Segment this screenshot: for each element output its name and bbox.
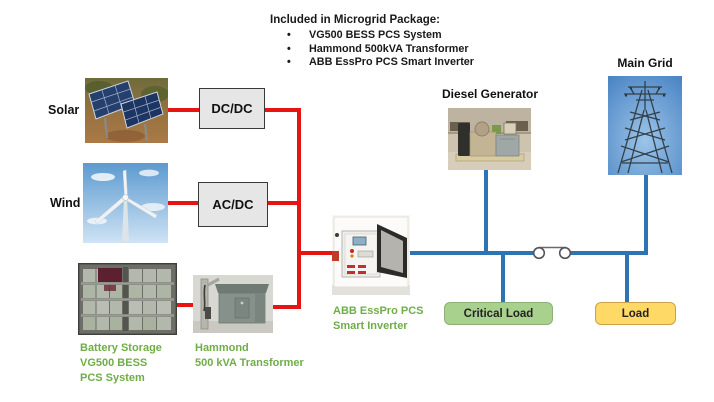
ac-bus-left-segment <box>408 251 534 255</box>
dc-bus-vertical <box>297 108 301 309</box>
transformer-caption-line: 500 kVA Transformer <box>195 357 304 369</box>
line-bus-to-critical-load <box>501 253 505 302</box>
main-grid-label: Main Grid <box>617 56 673 70</box>
wind-label: Wind <box>50 196 81 210</box>
line-wind-to-acdc <box>167 201 198 205</box>
battery-caption-line: Battery Storage <box>80 342 162 354</box>
inverter-cabinet-image <box>332 215 410 295</box>
inverter-caption-line: Smart Inverter <box>333 320 408 332</box>
diesel-generator-image <box>448 108 531 170</box>
line-bus-to-inverter <box>297 251 334 255</box>
battery-caption-line: VG500 BESS <box>80 357 148 369</box>
line-dcdc-to-bus <box>265 108 301 112</box>
solar-label: Solar <box>48 103 80 117</box>
critical-load-box: Critical Load <box>444 302 553 325</box>
package-note-item-label: ABB EssPro PCS Smart Inverter <box>309 56 475 68</box>
line-acdc-to-bus <box>268 201 301 205</box>
bullet-icon: • <box>287 56 291 68</box>
line-diesel-to-bus <box>484 170 488 255</box>
package-note-item: • VG500 BESS PCS System <box>287 29 442 41</box>
ac-bus-right-segment <box>570 251 648 255</box>
line-bus-to-load <box>625 253 629 302</box>
solar-panel-image <box>85 78 168 143</box>
line-solar-to-dcdc <box>167 108 199 112</box>
transmission-tower-image <box>608 76 682 175</box>
package-note-heading: Included in Microgrid Package: <box>270 14 440 26</box>
battery-caption-line: PCS System <box>80 372 145 384</box>
line-battery-to-transformer <box>176 303 194 307</box>
package-note-item: • ABB EssPro PCS Smart Inverter <box>287 56 474 68</box>
battery-caption: Battery Storage VG500 BESS PCS System <box>80 341 162 386</box>
wind-turbine-image <box>83 163 168 243</box>
transformer-caption-line: Hammond <box>195 342 249 354</box>
transformer-caption: Hammond 500 kVA Transformer <box>195 341 304 371</box>
transformer-image <box>193 275 273 333</box>
inverter-caption-line: ABB EssPro PCS <box>333 305 424 317</box>
acdc-converter-box: AC/DC <box>198 182 268 227</box>
inverter-caption: ABB EssPro PCS Smart Inverter <box>333 304 423 334</box>
line-transformer-to-bus <box>272 305 301 309</box>
diesel-generator-label: Diesel Generator <box>441 87 539 101</box>
load-box: Load <box>595 302 676 325</box>
line-grid-to-bus <box>644 174 648 255</box>
package-note-item-label: Hammond 500kVA Transformer <box>309 43 469 55</box>
package-note-item: • Hammond 500kVA Transformer <box>287 43 469 55</box>
package-note-item-label: VG500 BESS PCS System <box>309 29 442 41</box>
bullet-icon: • <box>287 43 291 55</box>
open-switch-icon <box>532 246 572 260</box>
dcdc-converter-box: DC/DC <box>199 88 265 129</box>
bullet-icon: • <box>287 29 291 41</box>
battery-storage-image <box>78 263 177 335</box>
